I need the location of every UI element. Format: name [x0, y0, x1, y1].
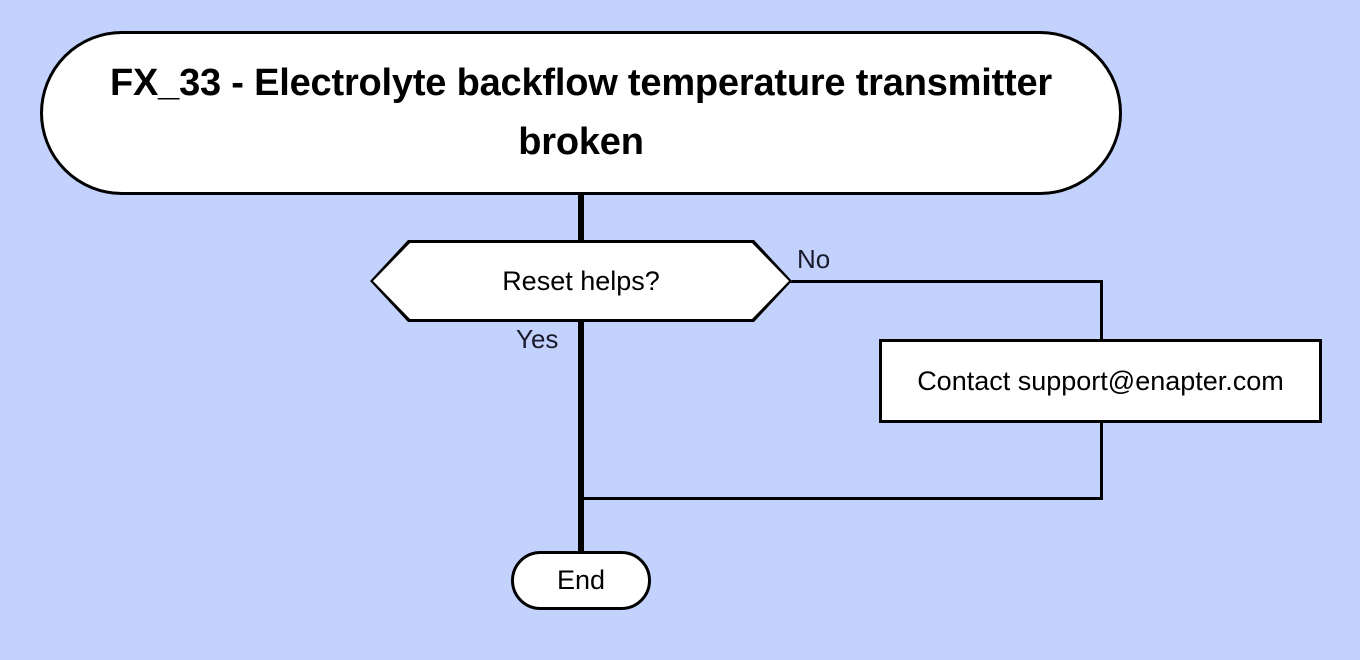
edge-main-vertical-spine [578, 193, 584, 553]
node-end-label: End [556, 565, 606, 595]
edge-no-horizontal-bottom [581, 497, 1103, 500]
edge-no-horizontal-top [790, 280, 1103, 283]
node-decision-label: Reset helps? [502, 265, 660, 296]
node-end[interactable]: End [511, 551, 651, 610]
node-contact-label: Contact support@enapter.com [917, 365, 1284, 396]
edge-no-vertical-above-contact [1100, 280, 1103, 342]
edge-label-yes: Yes [516, 324, 559, 354]
edge-no-vertical-below-contact [1100, 420, 1103, 500]
node-contact-support[interactable]: Contact support@enapter.com [879, 339, 1322, 423]
node-decision-reset-helps[interactable]: Reset helps? [370, 240, 792, 322]
node-title-label: FX_33 - Electrolyte backflow temperature… [109, 62, 1053, 163]
edge-label-no: No [797, 244, 831, 274]
node-title-fault-code[interactable]: FX_33 - Electrolyte backflow temperature… [40, 31, 1122, 195]
hexagon-fill [370, 240, 792, 322]
